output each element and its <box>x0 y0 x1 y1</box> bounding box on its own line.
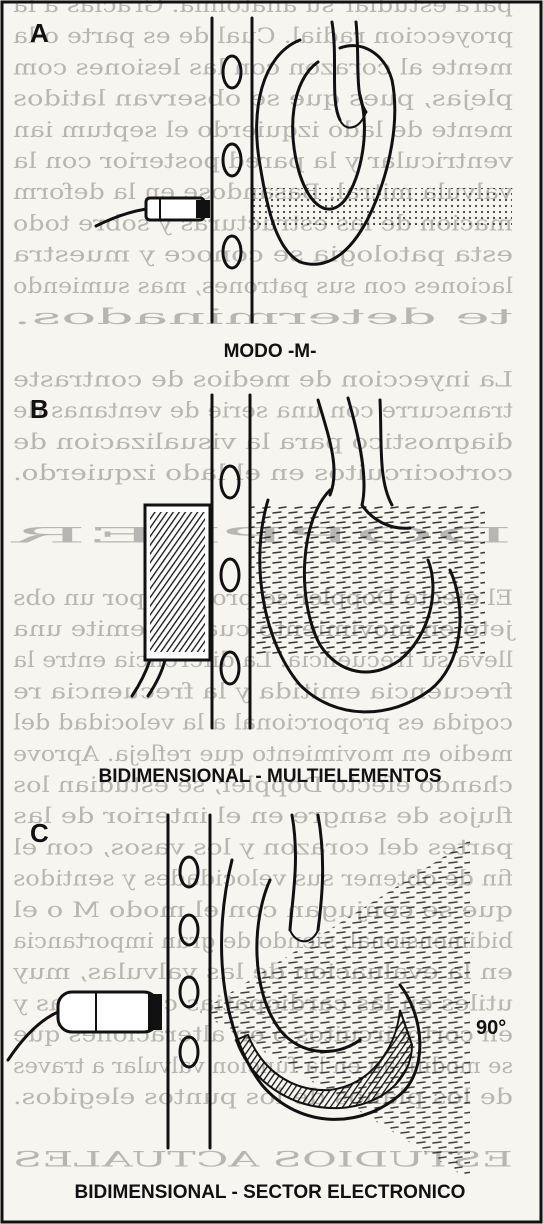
panel-a-septum <box>293 62 365 209</box>
panel-c-sector-fan <box>200 840 470 1180</box>
panel-a-heart-outline <box>257 40 395 264</box>
panel-b-rib <box>221 559 239 591</box>
panel-b-caption: BIDIMENSIONAL - MULTIELEMENTOS <box>98 766 441 787</box>
panel-c-rib <box>180 857 198 887</box>
panel-a-rib <box>223 56 241 88</box>
panel-b: B BIDIMENSIONAL - MULTIELEMENTOS <box>30 394 485 787</box>
panel-c-rib <box>180 977 198 1007</box>
sector-angle-label: 90° <box>476 1017 506 1039</box>
panel-a-transducer <box>96 198 210 226</box>
panel-b-rib <box>221 466 239 498</box>
panel-a-caption: MODO -M- <box>224 341 317 362</box>
panel-c: C 90° BIDIMENSIONAL - SECTO <box>8 815 506 1203</box>
panel-c-caption: BIDIMENSIONAL - SECTOR ELECTRONICO <box>75 1182 466 1203</box>
panel-b-letter: B <box>30 394 49 424</box>
panel-b-left-atrium <box>380 400 392 505</box>
panel-b-scan-plane <box>250 505 485 655</box>
panel-c-sector-transducer <box>8 992 162 1060</box>
panel-a-letter: A <box>30 18 49 48</box>
panel-c-letter: C <box>30 818 49 848</box>
panel-a-rib <box>223 236 241 268</box>
panel-a-rib <box>223 144 241 176</box>
panel-a: A MODO -M- <box>30 18 512 362</box>
panel-a-valve <box>340 112 366 128</box>
panel-c-aorta <box>290 815 323 930</box>
panel-b-rib <box>221 652 239 684</box>
panel-c-rib <box>180 1037 198 1067</box>
panel-a-ultrasound-beam <box>252 188 512 228</box>
panel-b-transducer-array <box>132 505 210 696</box>
panel-c-rib <box>180 915 198 945</box>
